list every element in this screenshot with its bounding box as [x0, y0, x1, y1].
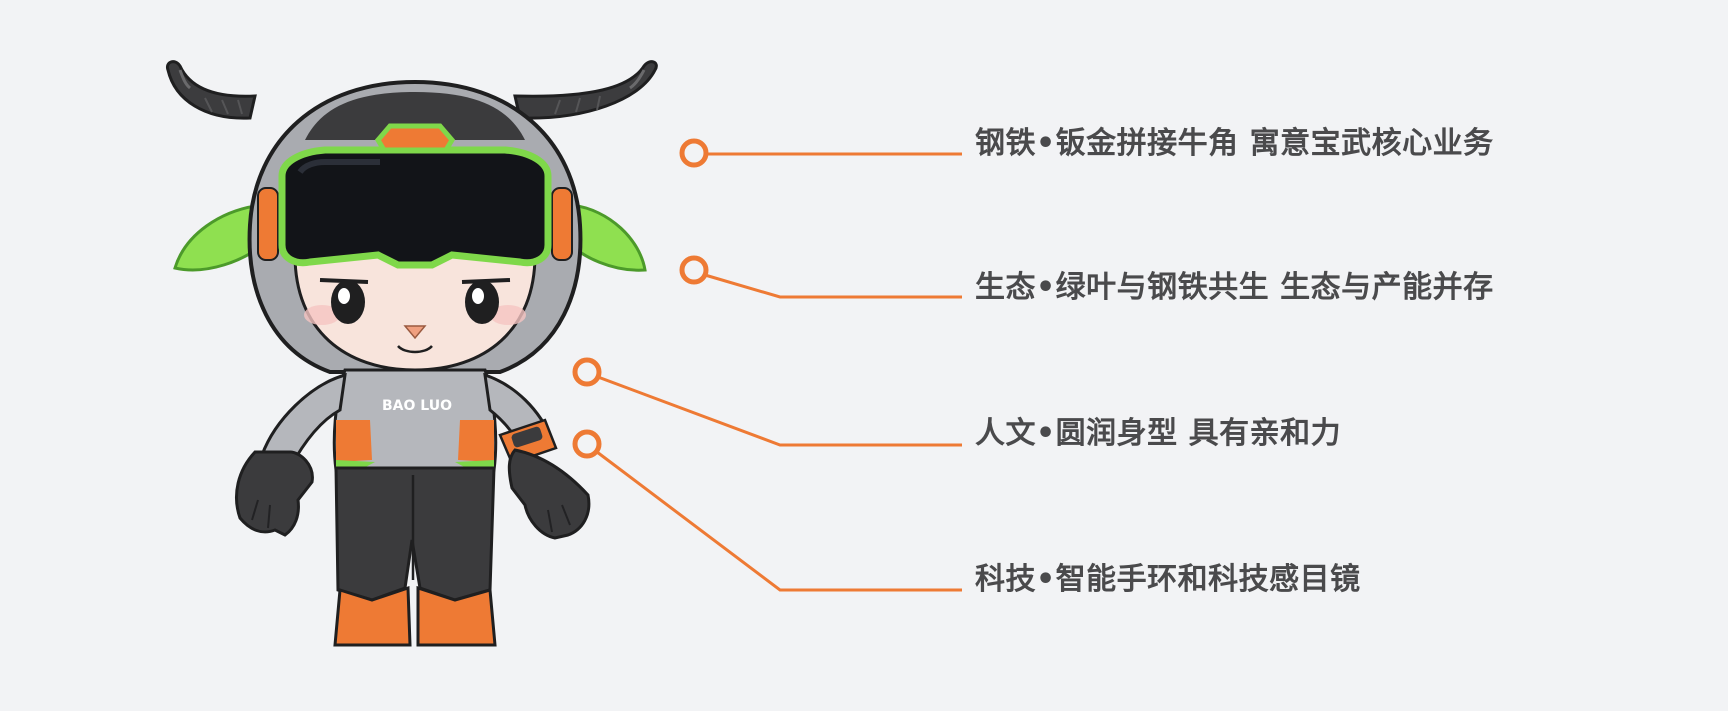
boot-left	[333, 585, 412, 647]
feature-humanity-body: 人文•圆润身型 具有亲和力	[975, 416, 1342, 451]
callout-marker	[679, 255, 709, 285]
chest-label: BAO LUO	[382, 398, 452, 414]
eye-right	[461, 278, 511, 324]
callout-marker	[572, 429, 602, 459]
legs	[334, 466, 496, 602]
callout-leader-line	[597, 375, 962, 447]
visor-goggles	[257, 123, 573, 269]
feature-steel-horns: 钢铁•钣金拼接牛角 寓意宝武核心业务	[975, 126, 1494, 161]
horn-right	[513, 60, 658, 120]
callout-marker	[679, 138, 709, 168]
eye-left	[319, 278, 369, 324]
callout-2	[679, 255, 962, 299]
horn-left	[165, 60, 257, 120]
feature-tech-bracelet-goggles: 科技•智能手环和科技感目镜	[975, 562, 1361, 597]
boot-right	[416, 585, 497, 647]
callout-4	[572, 429, 962, 592]
mascot-figure: BAO LUO	[165, 60, 658, 647]
callout-3	[572, 357, 962, 447]
mouth	[397, 345, 433, 354]
nose	[403, 325, 427, 340]
glove-right	[507, 448, 591, 540]
callout-1	[679, 138, 962, 168]
glove-left	[235, 450, 314, 537]
callout-leader-line	[596, 450, 962, 592]
feature-ecology-leaves: 生态•绿叶与钢铁共生 生态与产能并存	[975, 270, 1494, 305]
callout-leader-line	[704, 273, 962, 299]
callout-marker	[572, 357, 602, 387]
